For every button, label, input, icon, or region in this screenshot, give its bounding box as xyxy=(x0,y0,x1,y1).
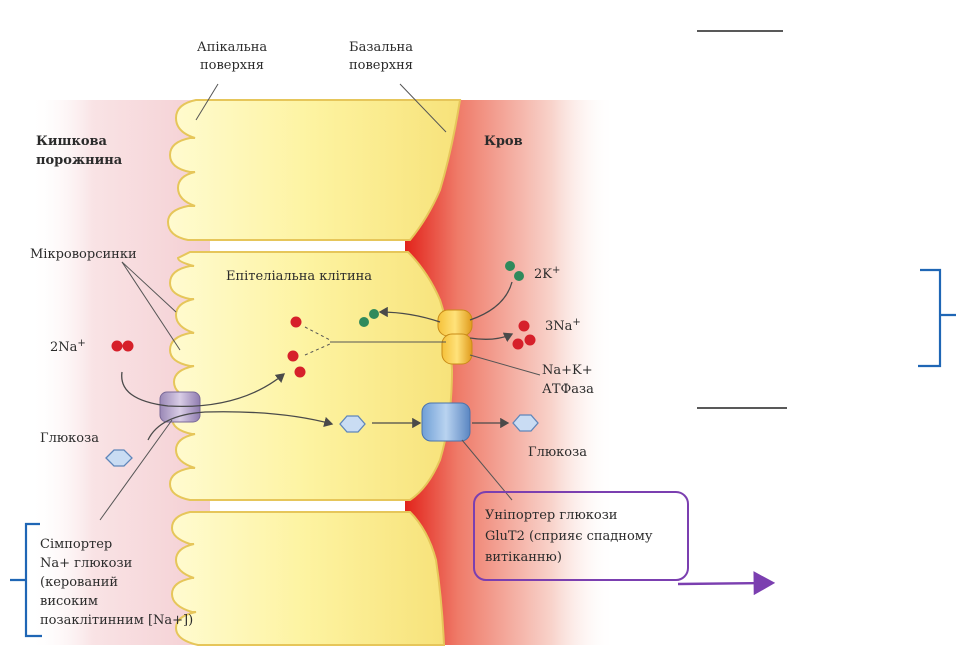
glucose-hexagon-lumen xyxy=(105,449,133,467)
sodium-dash-2 xyxy=(304,343,331,356)
atpase-label-1: Na+K+ xyxy=(542,363,593,378)
uniporter-leader xyxy=(461,439,513,501)
potassium-from-blood xyxy=(469,281,513,321)
cell-upper xyxy=(166,99,462,241)
basal-surface-label-2: поверхня xyxy=(349,58,413,73)
potassium-entry-arrow xyxy=(378,306,441,323)
potassium-ions xyxy=(359,261,524,327)
symporter-leader xyxy=(99,419,173,521)
glucose-entry-arrow xyxy=(147,411,334,441)
apical-leader xyxy=(195,83,219,121)
basal-leader xyxy=(399,83,447,133)
epithelial-cell-label: Епітеліальна клітина xyxy=(226,269,372,284)
symporter-label-2: Na+ глюкози xyxy=(40,556,132,571)
atpase-label-2: АТФаза xyxy=(542,382,594,397)
cell-middle xyxy=(168,251,454,501)
uniporter-label-2: GluT2 (сприяє спадному xyxy=(485,529,653,544)
microvilli-label: Мікроворсинки xyxy=(30,247,137,262)
epithelial-cells xyxy=(166,99,462,646)
apical-surface-label-1: Апікальна xyxy=(197,40,268,55)
three-na-label: 3Na+ xyxy=(545,317,581,335)
glucose-hexagon-blood xyxy=(512,414,539,432)
uniporter-label-1: Уніпортер глюкози xyxy=(485,508,617,523)
two-k-label: 2K+ xyxy=(534,265,560,283)
symporter-label-4: високим xyxy=(40,594,98,609)
na-k-atpase-pump xyxy=(437,309,473,365)
intestinal-lumen-label-2: порожнина xyxy=(36,153,123,168)
basal-surface-label-1: Базальна xyxy=(349,40,413,55)
symporter-label-1: Сімпортер xyxy=(40,537,112,552)
uniporter-pointer-arrow xyxy=(677,571,776,596)
intestinal-lumen-label-1: Кишкова xyxy=(36,134,108,149)
glucose-hexagon-cell xyxy=(339,415,366,433)
cell-lower xyxy=(170,511,446,646)
two-na-label: 2Na+ xyxy=(50,338,86,356)
sodium-dash-1 xyxy=(304,326,331,341)
annotation-brace-left xyxy=(10,522,42,638)
uniporter-highlight-box xyxy=(473,491,689,581)
microvilli-leader-1 xyxy=(121,261,177,313)
atpase-leader xyxy=(469,354,541,376)
symporter-label-5: позаклітинним [Na+]) xyxy=(40,613,193,628)
apical-surface-label-2: поверхня xyxy=(200,58,264,73)
sodium-ions xyxy=(111,316,536,378)
symporter-label-3: (керований xyxy=(40,575,118,590)
glucose-label-right: Глюкоза xyxy=(528,445,587,460)
glut2-uniporter xyxy=(421,402,471,442)
glucose-molecules xyxy=(105,414,539,467)
glucose-label-left: Глюкоза xyxy=(40,431,99,446)
sodium-exit-arrow xyxy=(469,332,514,343)
blood-label: Кров xyxy=(484,134,523,149)
microvilli-leader-2 xyxy=(121,261,181,351)
annotation-brace-right xyxy=(918,268,956,368)
sodium-entry-arrow xyxy=(121,371,286,408)
uniporter-label-3: витіканню) xyxy=(485,550,562,565)
